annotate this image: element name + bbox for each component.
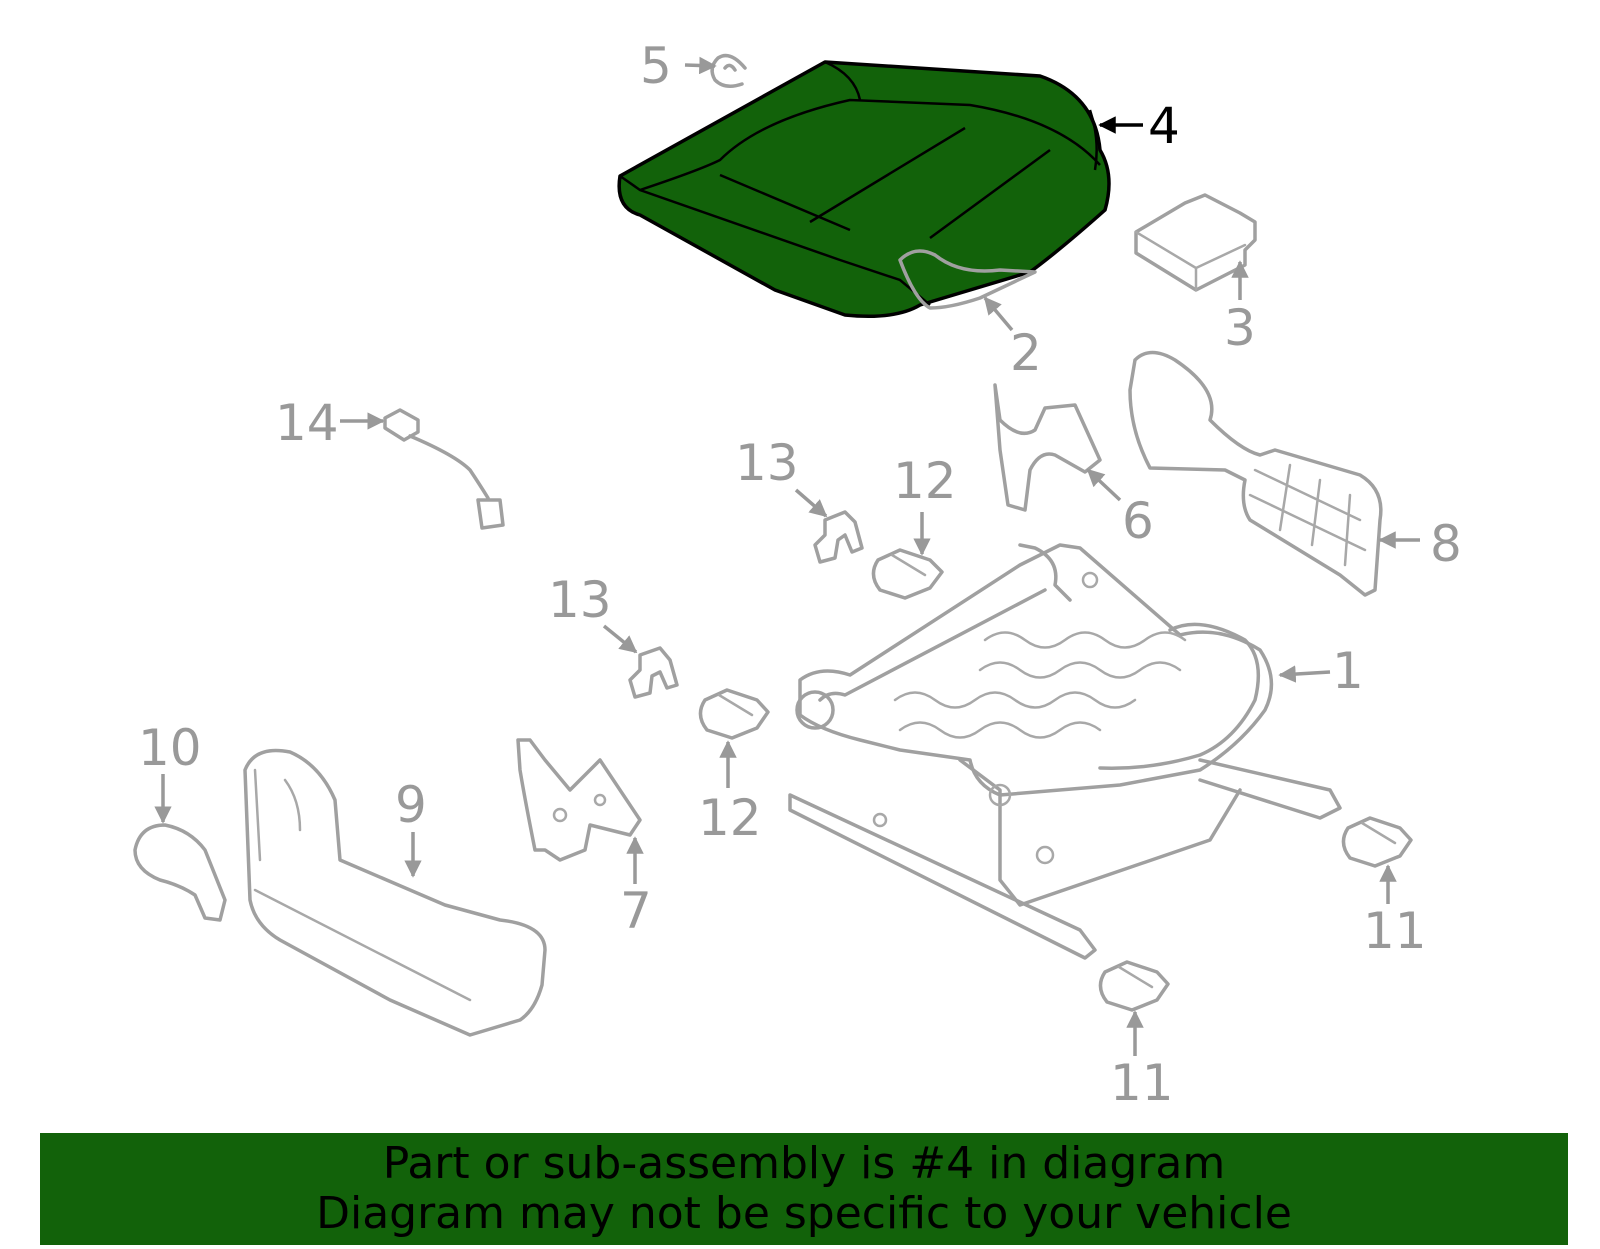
banner-line-part-number: Part or sub-assembly is #4 in diagram [382,1138,1226,1189]
leader-1 [1278,665,1331,683]
callout-5: 5 [640,37,672,95]
callout-3: 3 [1224,299,1256,357]
callout-13-lower: 13 [548,571,612,629]
leader-13-lower [602,624,638,654]
hinge-bracket-part-7[interactable] [516,738,642,862]
cap-part-11-right[interactable] [1341,816,1413,868]
leader-6 [1086,468,1122,502]
callout-12-lower: 12 [698,789,762,847]
seat-frame-part-1[interactable] [788,543,1342,960]
callout-9: 9 [395,776,427,834]
callout-11-bottom: 11 [1110,1054,1174,1110]
cap-part-11-bottom[interactable] [1098,960,1170,1012]
callout-11-right: 11 [1363,902,1427,960]
cap-part-12-upper[interactable] [871,548,944,600]
callout-7: 7 [620,882,652,940]
leader-13-upper [794,488,828,518]
knob-part-10[interactable] [133,823,227,922]
callout-6: 6 [1122,492,1154,550]
callout-labels: 5 4 2 3 14 13 12 6 8 13 1 10 9 12 7 11 1… [138,37,1462,1110]
seat-cushion-part-4[interactable] [617,60,1111,318]
callout-12-upper: 12 [893,452,957,510]
bracket-part-6[interactable] [993,383,1102,512]
clip-part-13-lower[interactable] [628,646,679,699]
callout-14: 14 [275,394,339,452]
cap-part-12-lower[interactable] [698,688,770,740]
side-shield-part-8[interactable] [1128,350,1383,597]
callout-13-upper: 13 [735,434,799,492]
callout-2: 2 [1010,324,1042,382]
cushion-insert-part-2[interactable] [898,249,1037,310]
clip-part-13-upper[interactable] [813,510,864,564]
module-part-3[interactable] [1134,193,1257,292]
leader-lines [154,56,1420,1056]
parts-diagram: 5 4 2 3 14 13 12 6 8 13 1 10 9 12 7 11 1… [133,37,1462,1110]
clip-part-5[interactable] [710,53,747,88]
leader-2 [983,296,1014,332]
leader-5 [684,56,717,75]
side-cover-part-9[interactable] [243,748,547,1037]
banner-line-disclaimer: Diagram may not be specific to your vehi… [316,1188,1292,1239]
callout-1: 1 [1332,642,1364,700]
wire-harness-part-14[interactable] [383,408,505,530]
callout-4: 4 [1148,97,1180,155]
callout-10: 10 [138,719,202,777]
info-banner: Part or sub-assembly is #4 in diagram Di… [40,1133,1568,1245]
callout-8: 8 [1430,515,1462,573]
